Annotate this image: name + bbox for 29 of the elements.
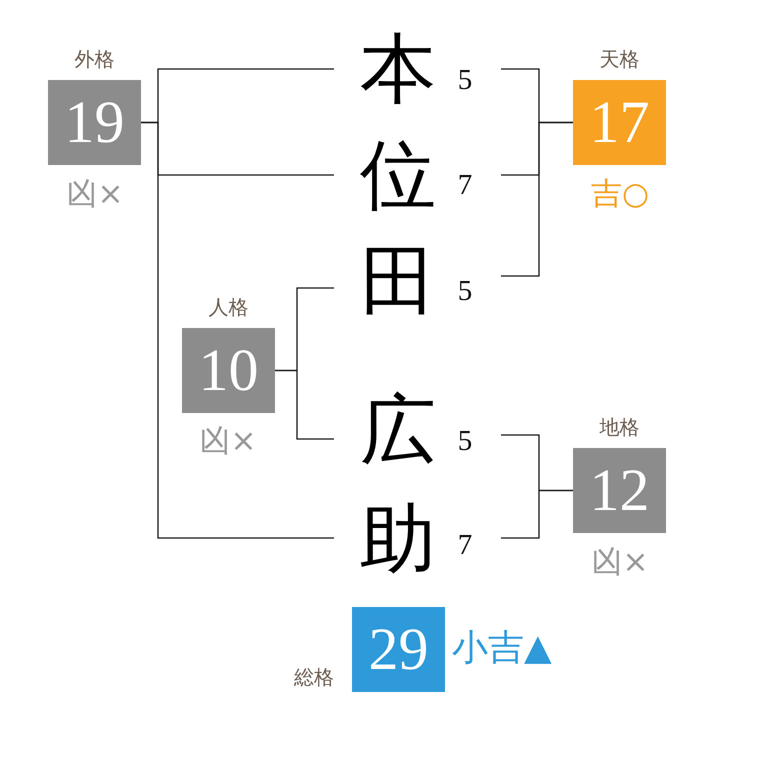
name-character: 広 bbox=[358, 391, 438, 471]
category-label: 総格 bbox=[294, 664, 334, 690]
score-tile: 10 bbox=[182, 328, 275, 413]
score-tile: 17 bbox=[573, 80, 666, 165]
stroke-count: 7 bbox=[458, 170, 472, 200]
fortune-label: 小吉▲ bbox=[452, 627, 552, 669]
fortune-label: 凶× bbox=[200, 424, 256, 460]
connector-line bbox=[501, 122, 573, 277]
name-character: 田 bbox=[358, 242, 438, 322]
fortune-label: 凶× bbox=[66, 177, 124, 213]
fortune-label: 吉○ bbox=[590, 177, 650, 213]
category-label: 外格 bbox=[74, 46, 116, 72]
connector-line bbox=[141, 122, 334, 539]
score-tile: 19 bbox=[48, 80, 141, 165]
score-tile: 29 bbox=[352, 607, 445, 692]
fortune-label: 凶× bbox=[592, 545, 648, 581]
stroke-count: 5 bbox=[458, 426, 472, 456]
connector-line bbox=[501, 490, 573, 539]
connector-line bbox=[275, 370, 334, 440]
category-label: 人格 bbox=[208, 294, 250, 320]
stroke-count: 5 bbox=[458, 65, 472, 95]
name-character: 本 bbox=[358, 30, 438, 110]
stroke-count: 7 bbox=[458, 530, 472, 560]
category-label: 地格 bbox=[598, 414, 640, 440]
name-character: 位 bbox=[358, 136, 438, 216]
stroke-count: 5 bbox=[458, 276, 472, 306]
score-tile: 12 bbox=[573, 448, 666, 533]
name-character: 助 bbox=[358, 500, 438, 580]
category-label: 天格 bbox=[598, 46, 640, 72]
